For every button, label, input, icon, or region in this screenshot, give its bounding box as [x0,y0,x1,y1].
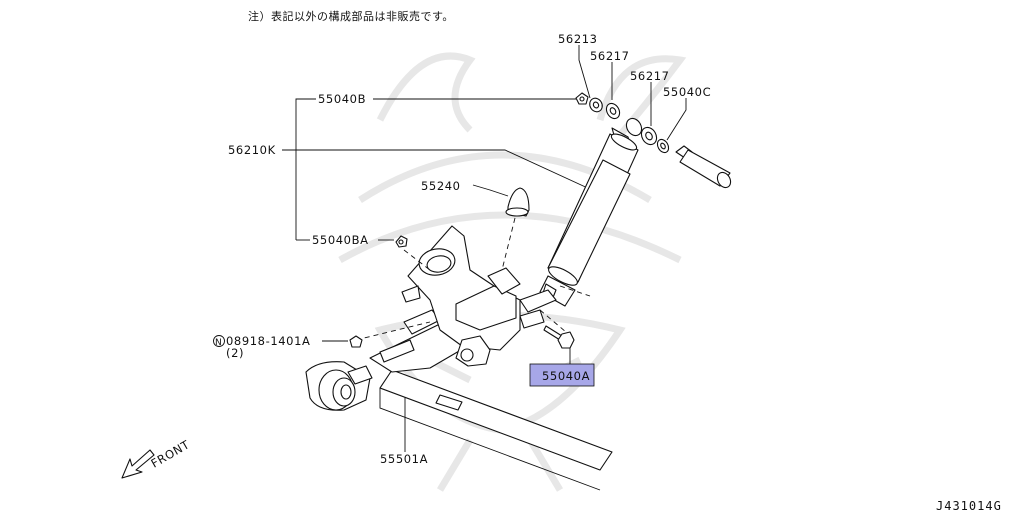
parts-note: 注）表記以外の構成部品は非販売です。 [248,9,454,23]
axle-assembly-55501a [305,225,613,491]
bolt-55040a [543,325,575,349]
highlight-55040a [529,363,595,387]
guide-dashes [355,249,591,341]
clip-08918 [349,335,363,348]
bump-stopper-55240 [505,187,530,217]
label-08918-prefix: N [215,338,222,348]
label-55040a[interactable]: 55040A [542,369,590,383]
n-circle-marker [213,335,225,347]
label-55040c[interactable]: 55040C [663,85,711,99]
label-56210k[interactable]: 56210K [228,143,276,157]
leader-lines [282,45,687,452]
figure-code: J431014G [936,499,1002,511]
front-direction-indicator: FRONT [121,437,193,479]
label-56217-lower[interactable]: 56217 [630,69,670,83]
label-55501a[interactable]: 55501A [380,452,428,466]
label-55240[interactable]: 55240 [421,179,461,193]
bushing-56213 [589,97,603,113]
washer-56217-upper [605,102,621,120]
washer-55040c [656,138,670,154]
front-label: FRONT [149,437,193,470]
label-55040b[interactable]: 55040B [318,92,366,106]
label-55040ba[interactable]: 55040BA [312,233,369,247]
nut-55040b [575,92,589,105]
bushing-pair-56217 [625,117,658,146]
part-labels: 56213 56217 56217 55040C 55040B 56210K 5… [213,32,711,466]
front-arrow-icon [121,449,155,479]
label-08918[interactable]: 08918-1401A [226,334,310,348]
mount-stud [675,145,732,189]
label-56213[interactable]: 56213 [558,32,598,46]
guide-dash-stopper [496,217,516,291]
nut-55040ba [395,235,408,248]
label-08918-qty: (2) [226,346,244,360]
label-56217-upper[interactable]: 56217 [590,49,630,63]
